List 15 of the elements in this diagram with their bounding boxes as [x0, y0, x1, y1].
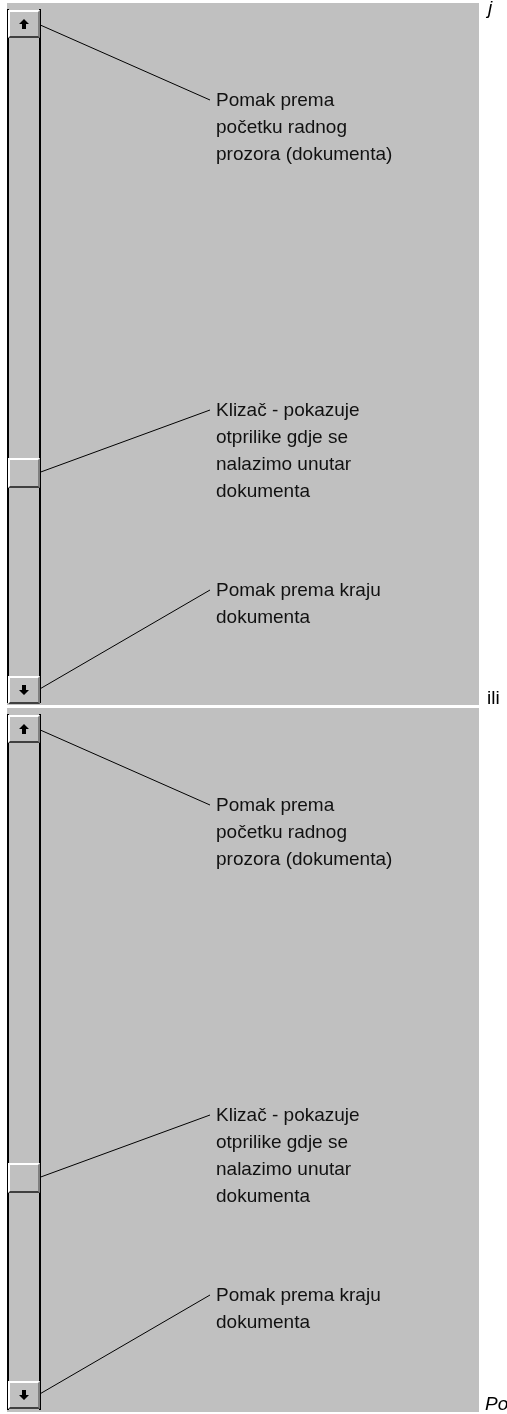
scroll-down-button: [8, 1381, 40, 1409]
scroll-thumb: [8, 1163, 40, 1193]
callout-text: Klizač - pokazuje otprilike gdje se nalazimo unutar dokumenta: [216, 1103, 361, 1208]
text-fragment: ili: [487, 686, 500, 710]
callout-text: Pomak prema kraju dokumenta: [216, 1283, 382, 1334]
scroll-thumb: [8, 458, 40, 488]
text-fragment: Po: [485, 1392, 507, 1414]
callout-text: Pomak prema početku radnog prozora (dokumenta): [216, 793, 394, 871]
scroll-down-button: [8, 676, 40, 704]
text-fragment: j: [488, 0, 493, 20]
scroll-up-button: [8, 715, 40, 743]
callout-text: Klizač - pokazuje otprilike gdje se nalazimo unutar dokumenta: [216, 398, 361, 503]
callout-text: Pomak prema početku radnog prozora (dokumenta): [216, 88, 394, 166]
callout-text: Pomak prema kraju dokumenta: [216, 578, 382, 629]
scroll-up-button: [8, 10, 40, 38]
